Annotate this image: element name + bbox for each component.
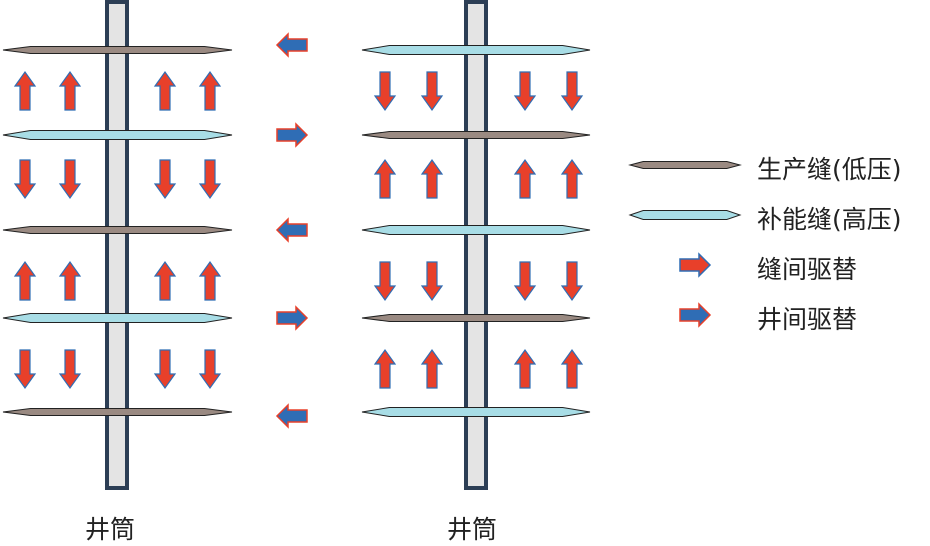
legend-label-production: 生产缝(低压) (757, 155, 902, 184)
flow-arrow-down (198, 159, 222, 200)
flow-arrow-down (373, 71, 397, 112)
flow-arrow-down (58, 349, 82, 390)
flow-arrow-up (153, 260, 177, 301)
flow-arrow-up (198, 70, 222, 111)
flow-arrow-up (373, 348, 397, 389)
injection-fracture (2, 313, 233, 323)
flow-arrow-up (153, 70, 177, 111)
injection-fracture (2, 130, 233, 140)
flow-arrow-up (58, 70, 82, 111)
injection-fracture (361, 225, 591, 235)
flow-arrow-down (513, 71, 537, 112)
production-fracture (2, 226, 233, 234)
flow-arrow-up (13, 70, 37, 111)
flow-arrow-down (13, 349, 37, 390)
flow-arrow-down (153, 349, 177, 390)
legend-label-interwell: 井间驱替 (757, 305, 858, 334)
production-fracture (2, 408, 233, 416)
flow-arrow-up (560, 348, 584, 389)
flow-arrow-up (513, 158, 537, 199)
interwell-arrow-right (276, 305, 309, 331)
interwell-arrow-left (275, 32, 308, 58)
flow-arrow-up (513, 348, 537, 389)
legend-injection-fracture-icon (628, 210, 742, 220)
wellbore (464, 0, 488, 490)
flow-arrow-up (420, 348, 444, 389)
well-label-left: 井筒 (85, 515, 136, 544)
interwell-arrow-left (275, 217, 308, 243)
flow-arrow-down (153, 159, 177, 200)
flow-arrow-down (560, 71, 584, 112)
flow-arrow-down (420, 71, 444, 112)
production-fracture (361, 131, 591, 139)
flow-arrow-down (13, 159, 37, 200)
well-label-right: 井筒 (447, 515, 498, 544)
injection-fracture (361, 45, 591, 55)
production-fracture (361, 314, 591, 322)
flow-arrow-up (13, 260, 37, 301)
legend-label-interfracture: 缝间驱替 (757, 255, 858, 284)
flow-arrow-down (198, 349, 222, 390)
flow-arrow-up (373, 158, 397, 199)
production-fracture (2, 46, 233, 54)
flow-arrow-down (373, 261, 397, 302)
legend-interwell-arrow-icon (679, 302, 712, 328)
flow-arrow-down (560, 261, 584, 302)
flow-arrow-down (513, 261, 537, 302)
flow-arrow-up (198, 260, 222, 301)
flow-arrow-up (58, 260, 82, 301)
interwell-arrow-right (276, 122, 309, 148)
legend-production-fracture-icon (628, 161, 742, 169)
legend-label-injection: 补能缝(高压) (757, 205, 902, 234)
flow-arrow-up (560, 158, 584, 199)
flow-arrow-down (420, 261, 444, 302)
flow-arrow-up (420, 158, 444, 199)
legend-interfracture-arrow-icon (679, 252, 712, 278)
interwell-arrow-left (275, 403, 308, 429)
flow-arrow-down (58, 159, 82, 200)
wellbore (105, 0, 129, 490)
injection-fracture (361, 407, 591, 417)
